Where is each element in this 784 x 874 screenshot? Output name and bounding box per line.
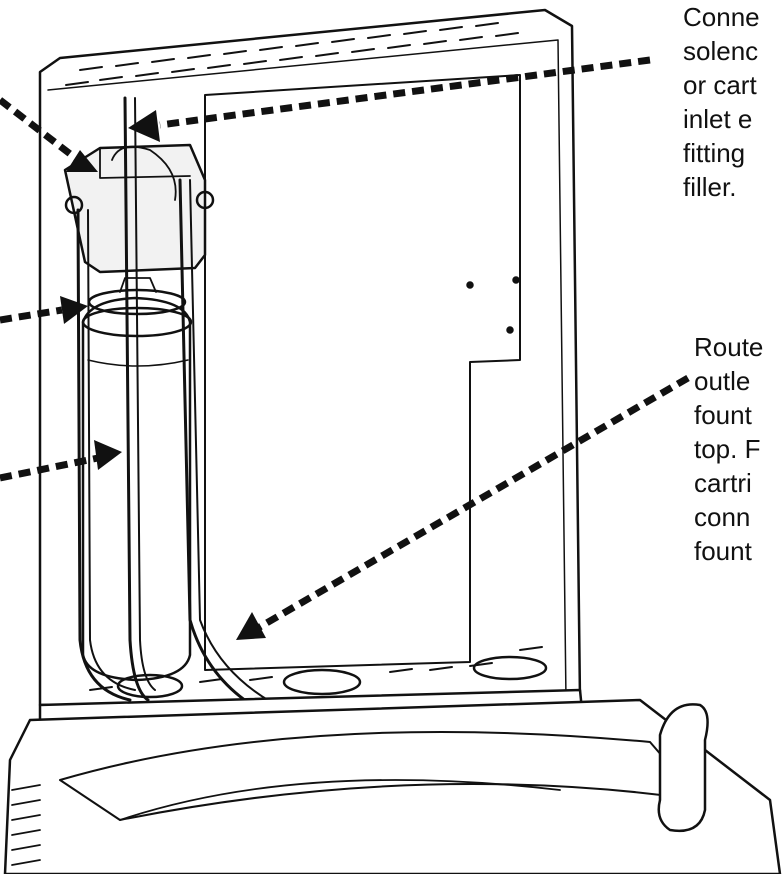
- fountain-body: [3, 698, 782, 874]
- inlet-tube: [76, 208, 132, 702]
- top-slots: [65, 22, 519, 86]
- arrow-solenoid: [0, 97, 81, 163]
- vent-slats: [11, 784, 41, 866]
- callout-inlet-connection: Conne solenc or cart inlet e fitting fil…: [683, 2, 760, 202]
- lower-slots: [89, 646, 543, 691]
- panel-cutout: [204, 74, 521, 671]
- arrow-outlet: [256, 374, 690, 632]
- arrow-heads: [60, 110, 266, 640]
- bubbler-spout: [657, 703, 709, 833]
- back-panel-inner-edge: [47, 39, 567, 701]
- arrow-inlet: [159, 56, 651, 129]
- arrow-tube: [0, 306, 63, 324]
- arrowhead-solenoid: [66, 150, 98, 172]
- callout-outlet-routing: Route outle fount top. F cartri conn fou…: [694, 332, 764, 566]
- arrow-cartridge: [0, 454, 99, 482]
- leader-arrows: [0, 56, 690, 632]
